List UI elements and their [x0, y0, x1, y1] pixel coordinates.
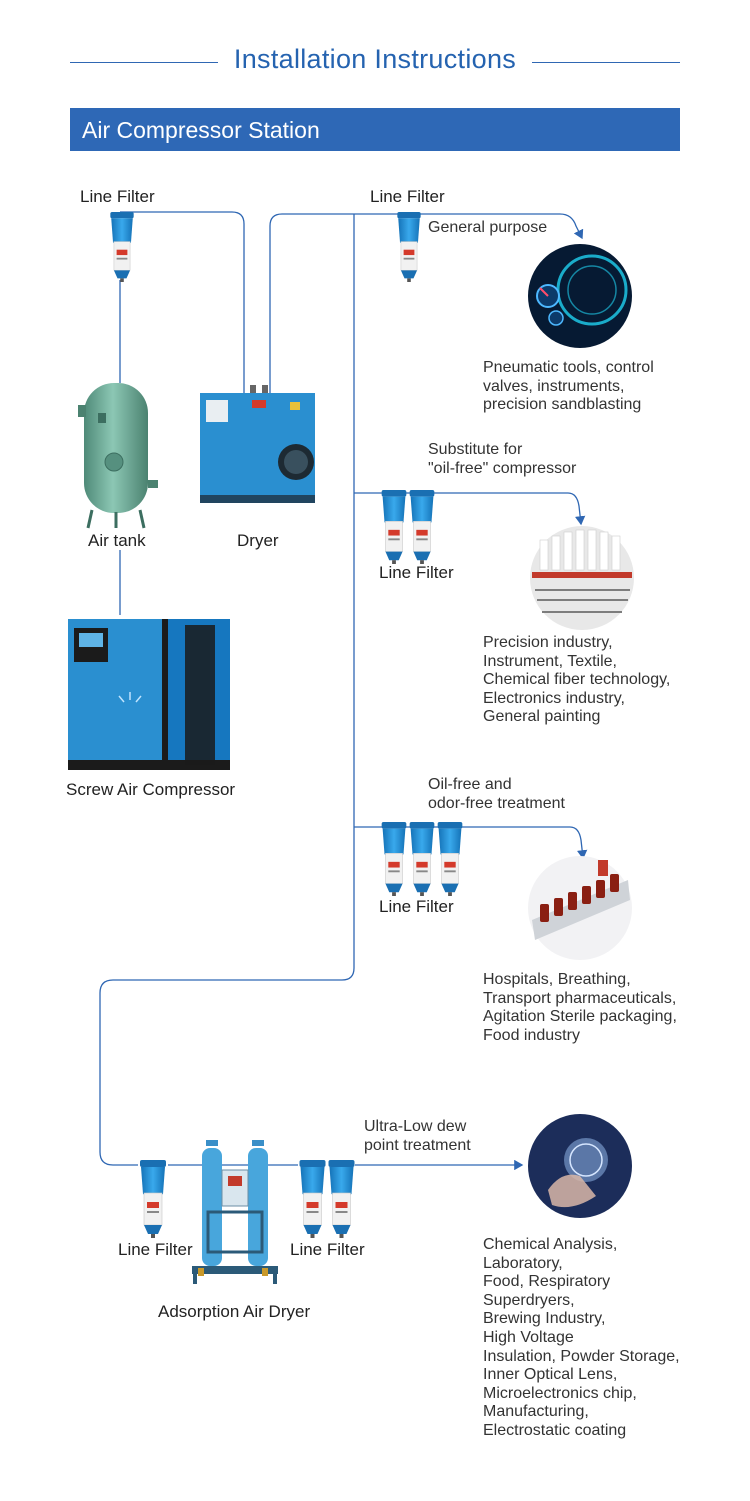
title-rule-right [532, 62, 680, 63]
adsorption-filter-right-a [298, 1160, 327, 1238]
branch4-description: Chemical Analysis, Laboratory, Food, Res… [483, 1236, 680, 1439]
adsorption-dryer [192, 1140, 278, 1284]
application-image-pharma [528, 856, 632, 960]
line-filter-1 [109, 212, 135, 282]
label-compressor: Screw Air Compressor [66, 780, 236, 799]
application-image-textile [530, 526, 634, 630]
label-adsorption-dryer: Adsorption Air Dryer [158, 1302, 311, 1321]
section-banner: Air Compressor Station [70, 108, 680, 151]
application-image-general [528, 244, 632, 348]
air-tank [78, 383, 158, 529]
branch1-description: Pneumatic tools, control valves, instrum… [483, 359, 654, 414]
application-image-laboratory [528, 1114, 632, 1218]
label-adsorption-right-filter: Line Filter [290, 1240, 365, 1259]
page-title: Installation Instructions [233, 44, 517, 74]
branch1-note: General purpose [428, 219, 548, 236]
adsorption-filter-left [139, 1160, 167, 1238]
refrigerated-dryer [200, 385, 315, 503]
label-dryer: Dryer [237, 531, 279, 550]
branch2-filter-b [409, 490, 435, 564]
label-branch2-filter: Line Filter [379, 563, 454, 582]
branch3-filter-a [381, 822, 407, 896]
branch3-filter-c [437, 822, 463, 896]
title-rule-left [70, 62, 218, 63]
branch3-description: Hospitals, Breathing, Transport pharmace… [483, 971, 677, 1044]
branch2-filter-a [381, 490, 407, 564]
label-line-filter-2: Line Filter [370, 187, 445, 206]
branch3-filter-b [409, 822, 435, 896]
banner-label: Air Compressor Station [82, 117, 320, 143]
label-line-filter-1: Line Filter [80, 187, 155, 206]
label-adsorption-left-filter: Line Filter [118, 1240, 193, 1259]
branch2-note: Substitute for "oil-free" compressor [428, 441, 577, 477]
line-filter-2 [396, 212, 422, 282]
label-air-tank: Air tank [88, 531, 146, 550]
branch4-note: Ultra-Low dew point treatment [364, 1118, 471, 1154]
label-branch3-filter: Line Filter [379, 897, 454, 916]
screw-air-compressor [68, 619, 230, 770]
adsorption-filter-right-b [327, 1160, 356, 1238]
branch3-note: Oil-free and odor-free treatment [428, 776, 565, 812]
branch2-description: Precision industry, Instrument, Textile,… [483, 634, 671, 726]
